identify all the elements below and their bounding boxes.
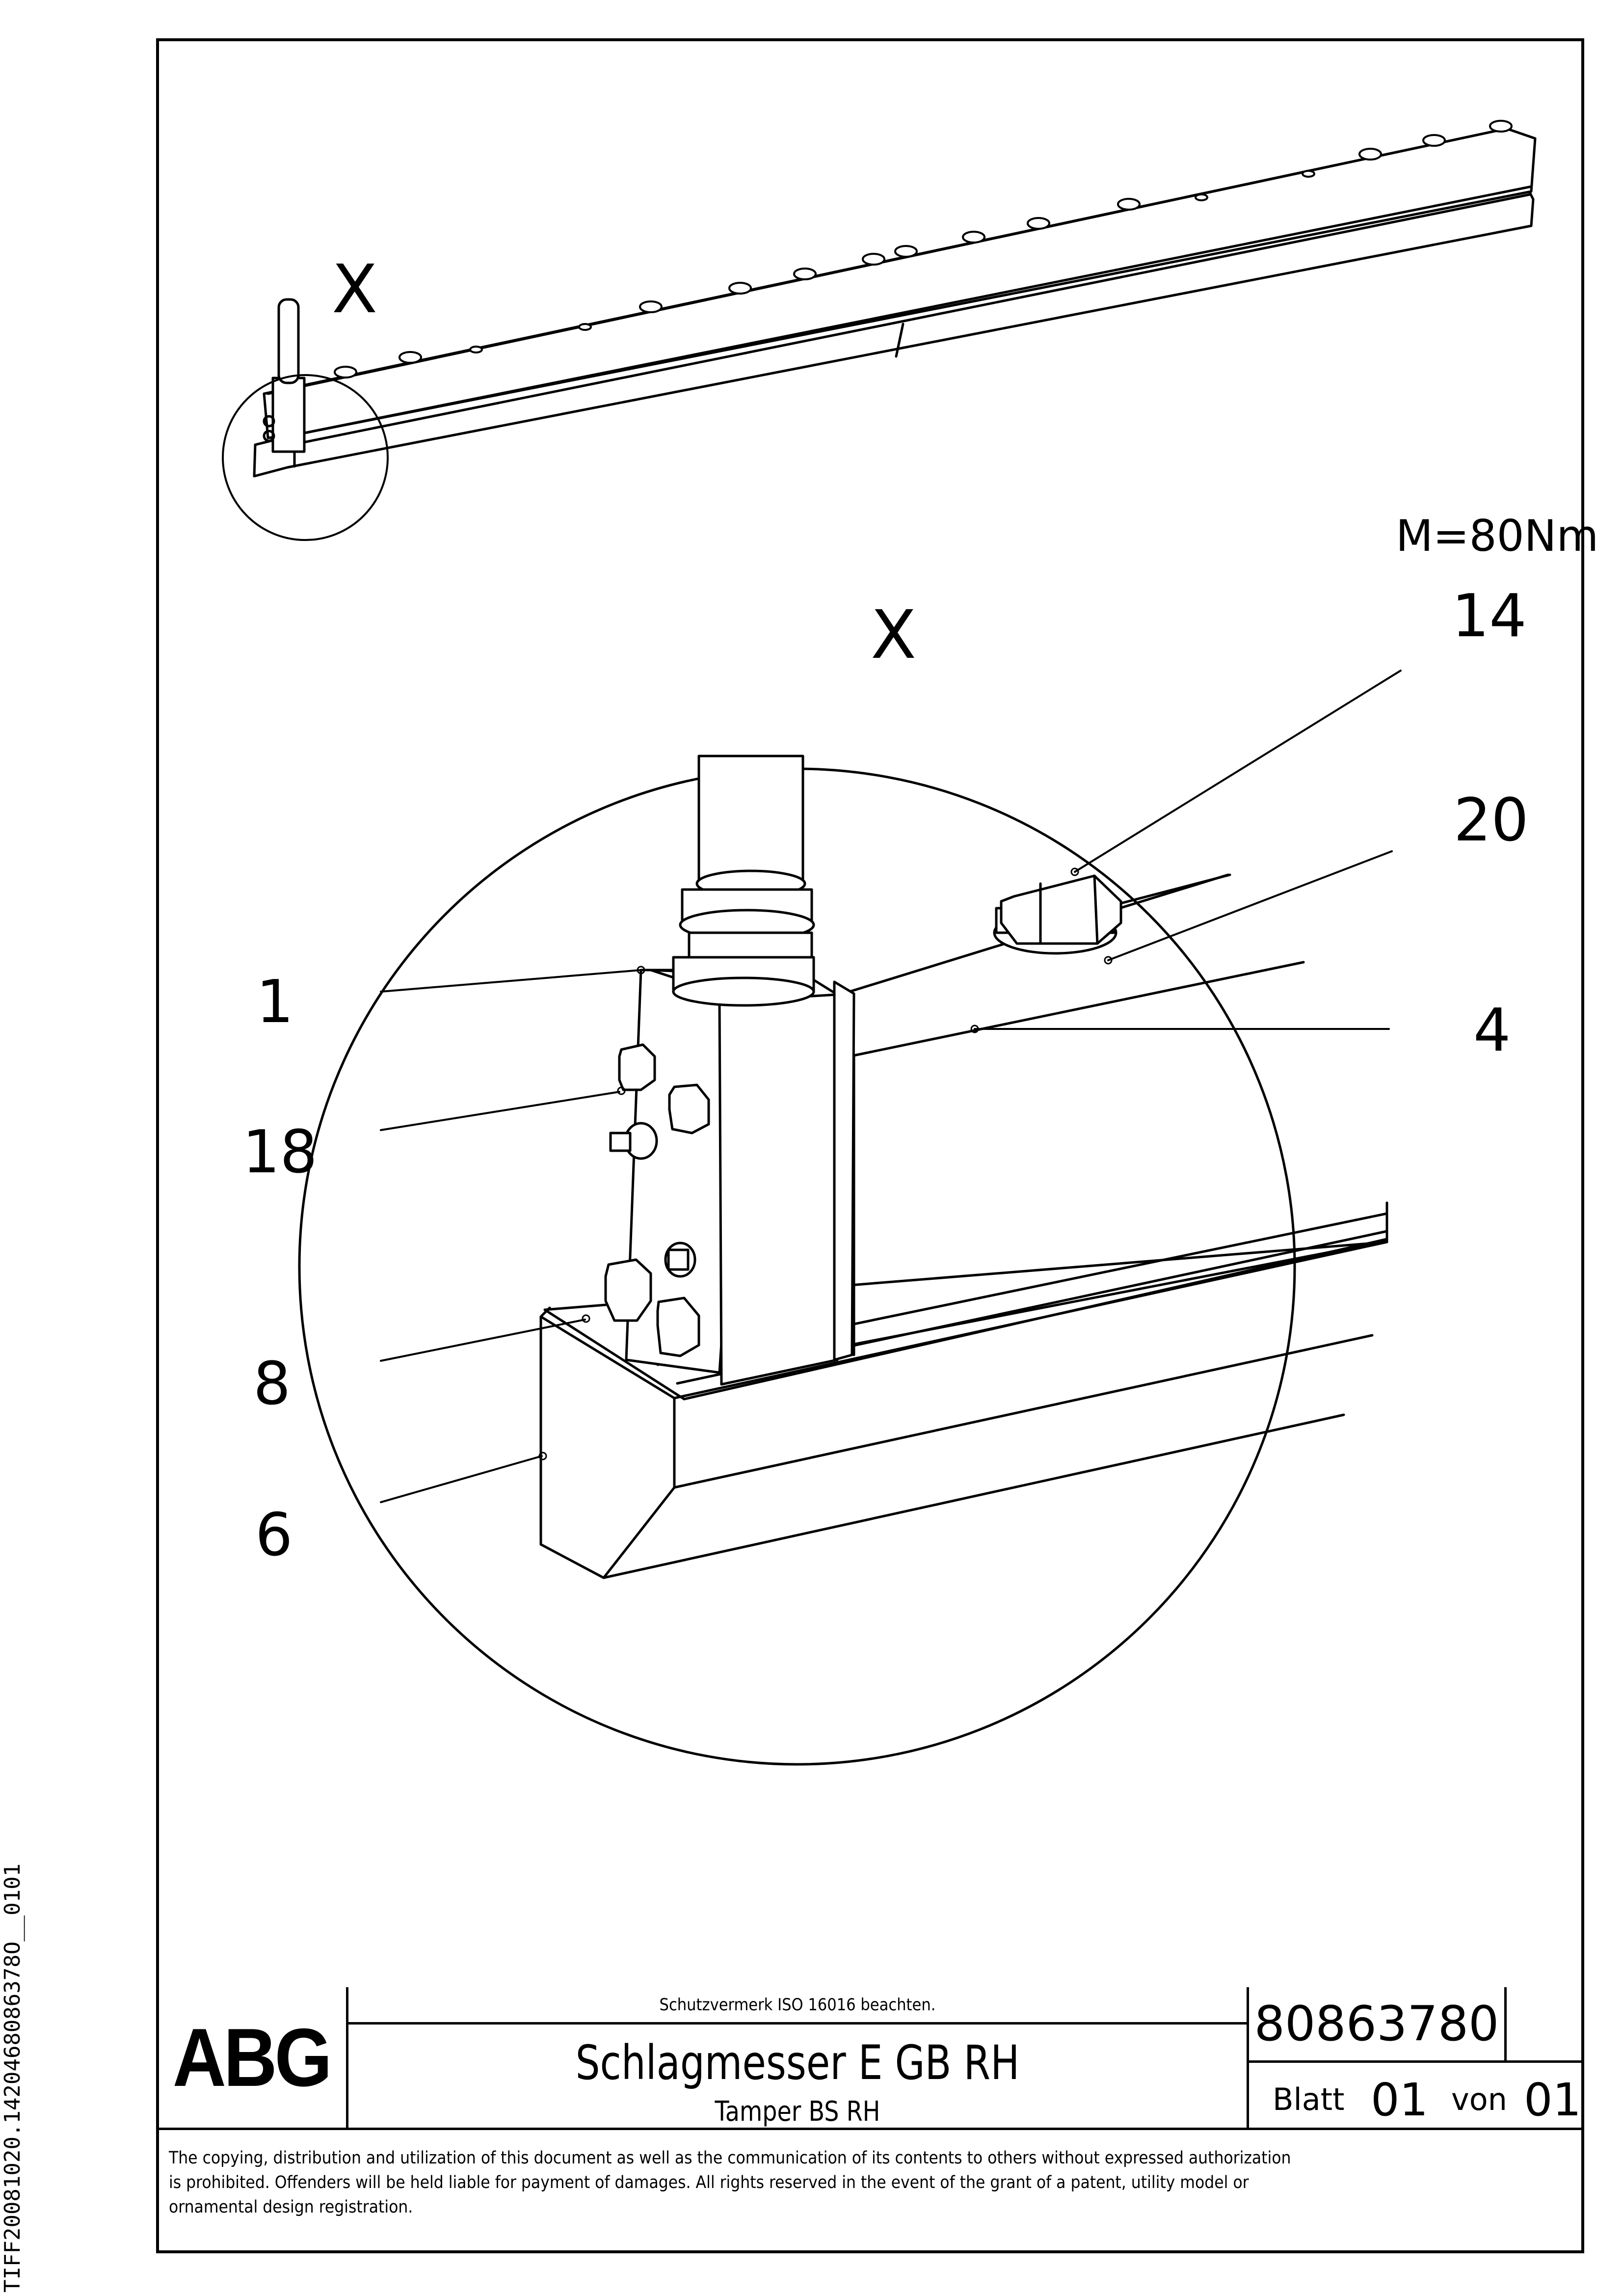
torque-note: M=80Nm <box>1396 511 1598 561</box>
hex-bolt <box>993 874 1122 955</box>
sheet-info: Blatt 01 von 01 <box>1247 2063 1581 2128</box>
document-number: 80863780 <box>1247 1987 1507 2063</box>
callout-18: 18 <box>242 1118 318 1187</box>
callout-8: 8 <box>253 1350 291 1418</box>
side-bolts <box>604 1043 710 1357</box>
sheet-number: 01 <box>1371 2074 1429 2126</box>
copyright-line: The copying, distribution and utilizatio… <box>169 2148 1291 2168</box>
protection-notice: Schutzvermerk ISO 16016 beachten. <box>348 1987 1247 2025</box>
callout-dots <box>538 867 1113 1460</box>
copyright-line: ornamental design registration. <box>169 2197 413 2217</box>
copyright-notice: The copying, distribution and utilizatio… <box>156 2128 1581 2253</box>
title-cell: Schlagmesser E GB RH Tamper BS RH <box>348 2025 1247 2128</box>
drawing-title: Schlagmesser E GB RH <box>575 2035 1020 2090</box>
drawing-frame <box>156 38 1584 2253</box>
callout-1: 1 <box>256 968 293 1036</box>
logo-text: ABG <box>172 2011 332 2104</box>
company-logo: ABG <box>156 1987 348 2128</box>
pipe-fittings <box>672 755 815 1007</box>
callout-20: 20 <box>1454 786 1529 855</box>
callout-6: 6 <box>255 1501 293 1569</box>
callout-4: 4 <box>1473 997 1511 1065</box>
overview-tamper-bar <box>222 120 1537 541</box>
detail-view <box>298 670 1402 1766</box>
overview-bolts <box>334 120 1513 378</box>
overview-detail-label: X <box>332 251 377 328</box>
callout-leaders <box>380 670 1402 1503</box>
of-number: 01 <box>1524 2074 1582 2126</box>
callout-14: 14 <box>1452 582 1527 650</box>
sheet-label: Blatt <box>1273 2081 1345 2117</box>
copyright-line: is prohibited. Offenders will be held li… <box>169 2173 1249 2192</box>
detail-view-label: X <box>871 596 916 674</box>
drawing-subtitle: Tamper BS RH <box>715 2096 880 2128</box>
revision-cell <box>1507 1987 1581 2063</box>
of-label: von <box>1451 2081 1507 2117</box>
